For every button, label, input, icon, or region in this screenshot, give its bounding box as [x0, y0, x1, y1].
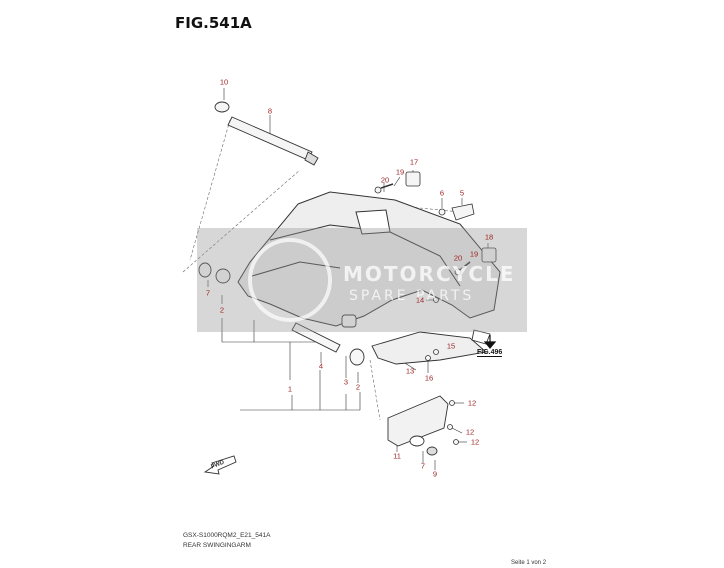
callout-17: 17: [409, 157, 419, 167]
callout-19: 19: [395, 167, 405, 177]
callout-7a: 7: [205, 288, 211, 298]
bushings: [198, 262, 365, 366]
page-indicator: Seite 1 von 2: [511, 560, 547, 566]
figure-title: FIG.541A: [175, 14, 252, 32]
fig-reference-link[interactable]: FIG.496: [477, 349, 503, 357]
callout-12a: 12: [467, 398, 477, 408]
callout-9: 9: [432, 469, 438, 479]
fig-ref-arrow: [483, 335, 497, 349]
axle-adjuster: [387, 395, 449, 456]
watermark-line-1: MOTORCYCLE: [343, 262, 516, 286]
callout-10: 10: [219, 77, 229, 87]
callout-12b: 12: [465, 427, 475, 437]
fwd-arrow: [203, 455, 237, 475]
chain-guide: [371, 329, 491, 365]
callout-1: 1: [287, 384, 293, 394]
callout-5: 5: [459, 188, 465, 198]
pivot-shaft: [214, 101, 319, 166]
callout-15: 15: [446, 341, 456, 351]
footer-model-code: GSX-S1000RQM2_E21_541A: [183, 532, 271, 539]
watermark-line-2: SPARE PARTS: [349, 288, 475, 304]
footer-section-name: REAR SWINGINGARM: [183, 542, 251, 549]
callout-4: 4: [318, 361, 324, 371]
callout-19b: 19: [469, 249, 479, 259]
callout-2a: 2: [219, 305, 225, 315]
callout-6: 6: [439, 188, 445, 198]
callout-20b: 20: [453, 253, 463, 263]
callout-11: 11: [393, 451, 401, 461]
small-parts: [374, 171, 497, 445]
callout-3: 3: [343, 377, 349, 387]
callout-13: 13: [405, 366, 415, 376]
watermark-logo: [248, 238, 332, 322]
callout-14: 14: [415, 295, 425, 305]
callout-18: 18: [484, 232, 494, 242]
callout-2b: 2: [355, 382, 361, 392]
callout-20: 20: [380, 175, 390, 185]
callout-12c: 12: [470, 437, 480, 447]
callout-7b: 7: [420, 461, 426, 471]
callout-8: 8: [267, 106, 273, 116]
callout-16: 16: [424, 373, 434, 383]
